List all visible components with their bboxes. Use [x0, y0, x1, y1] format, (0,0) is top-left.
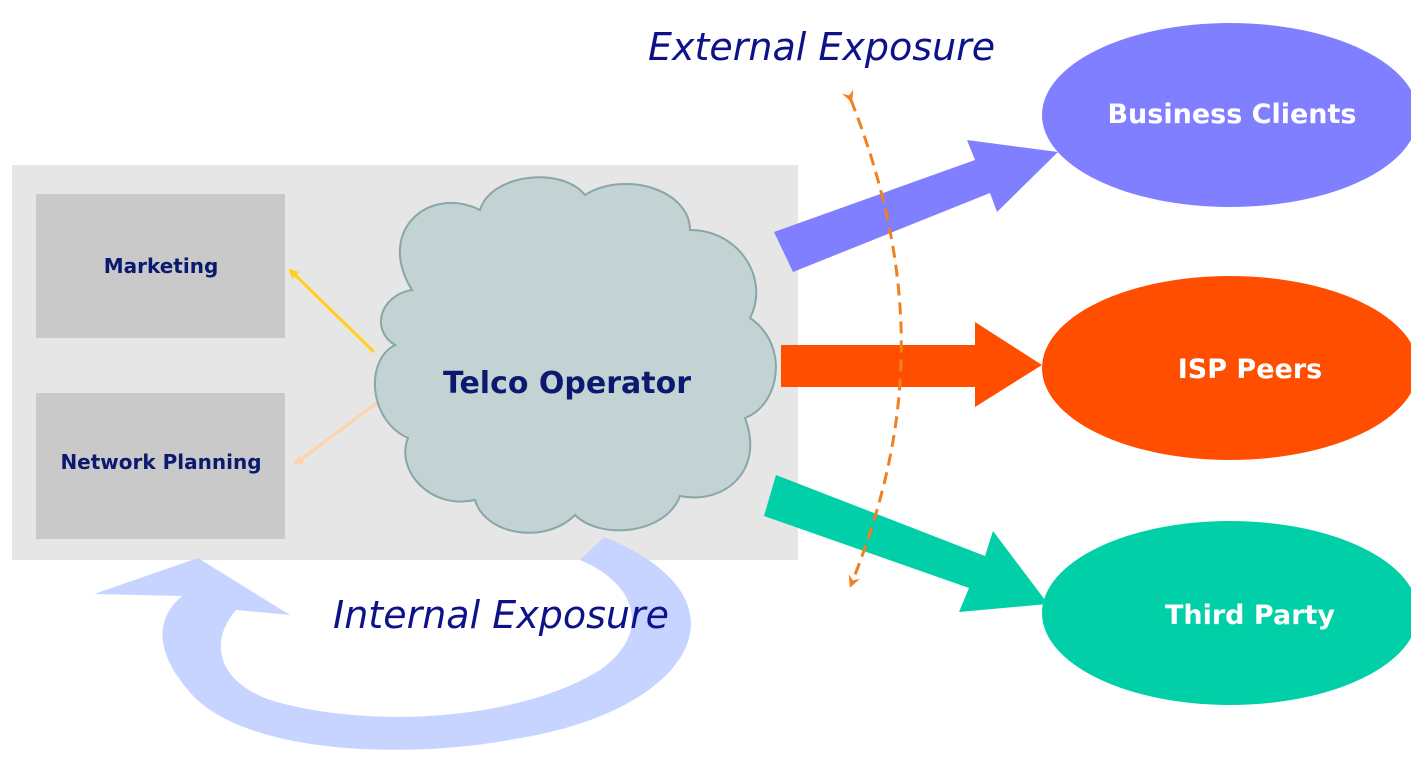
network-planning-arrow: [293, 400, 379, 466]
business-clients-label: Business Clients: [1107, 99, 1356, 130]
marketing-box: [36, 194, 285, 338]
isp-peers-ellipse: [1042, 276, 1411, 460]
business-clients-ellipse: [1042, 23, 1411, 207]
telco-operator-cloud: [373, 176, 777, 534]
network-planning-label: Network Planning: [60, 450, 261, 474]
isp-peers-label: ISP Peers: [1178, 354, 1322, 385]
internal-exposure-loop-arrow: [94, 537, 691, 750]
isp-peers-arrow: [781, 322, 1042, 407]
third-party-ellipse: [1042, 521, 1411, 705]
exposure-boundary-arrow: [842, 89, 903, 588]
external-exposure-label: External Exposure: [648, 25, 995, 69]
third-party-arrow: [764, 475, 1048, 612]
third-party-label: Third Party: [1165, 600, 1335, 631]
marketing-label: Marketing: [104, 254, 219, 278]
internal-exposure-label: Internal Exposure: [333, 593, 669, 637]
business-clients-arrow: [774, 140, 1058, 272]
network-planning-box: [36, 393, 285, 539]
marketing-arrow: [288, 268, 376, 354]
telco-operator-label: Telco Operator: [443, 366, 691, 401]
